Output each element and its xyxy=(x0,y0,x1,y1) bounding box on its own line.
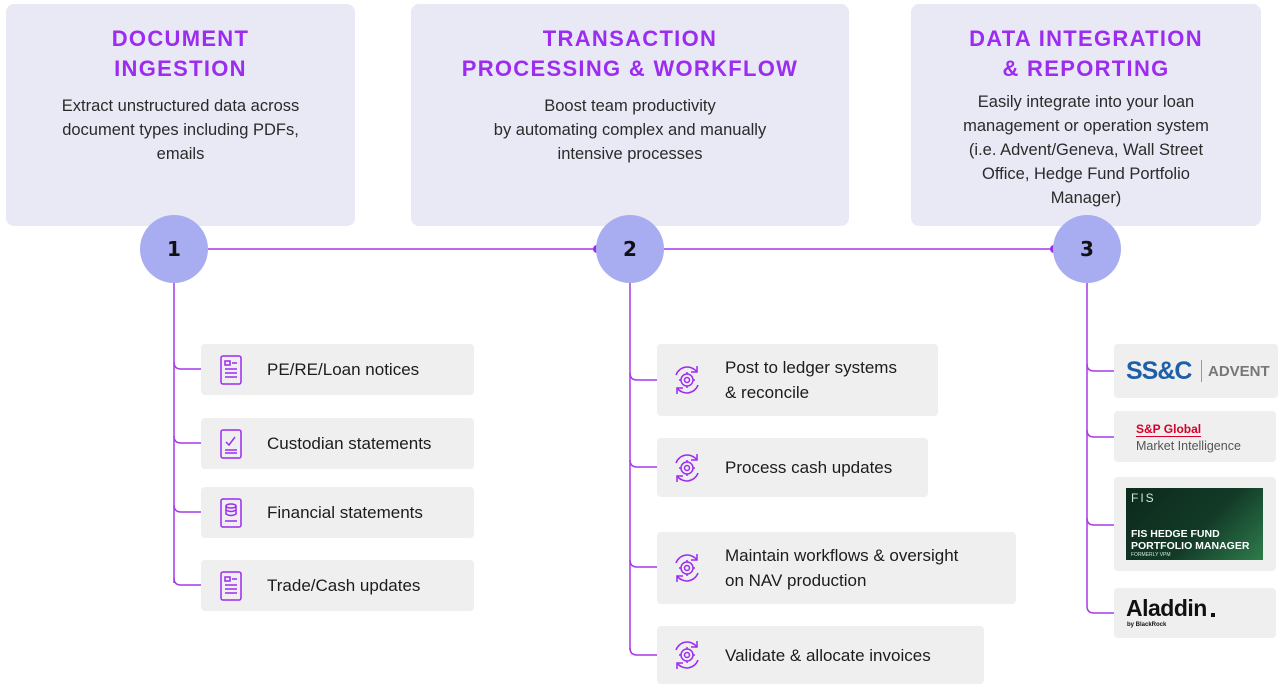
step-3-circle: 3 xyxy=(1053,215,1121,283)
panel-title: TRANSACTION PROCESSING & WORKFLOW xyxy=(411,24,849,84)
panel-description: Boost team productivity by automating co… xyxy=(411,94,849,166)
item-line: Validate & allocate invoices xyxy=(725,645,931,665)
title-line: TRANSACTION xyxy=(542,26,718,51)
branch-3 xyxy=(1086,517,1114,526)
panel-title: DOCUMENT INGESTION xyxy=(6,24,355,84)
logo-divider xyxy=(1201,360,1202,382)
item-trade-cash-updates: Trade/Cash updates xyxy=(201,560,474,611)
title-line: PROCESSING & WORKFLOW xyxy=(461,56,799,81)
gear-sync-icon xyxy=(670,363,704,397)
item-process-cash-updates: Process cash updates xyxy=(657,438,928,497)
item-line: Post to ledger systems xyxy=(725,358,897,377)
branch-2 xyxy=(629,559,657,568)
step-number: 2 xyxy=(623,237,637,261)
aladdin-period xyxy=(1211,613,1215,617)
item-validate-invoices: Validate & allocate invoices xyxy=(657,626,984,684)
item-pe-re-loan-notices: PE/RE/Loan notices xyxy=(201,344,474,395)
title-line: & REPORTING xyxy=(1002,56,1170,81)
panel-title: DATA INTEGRATION & REPORTING xyxy=(911,24,1261,84)
branch-3 xyxy=(1086,363,1114,372)
advent-wordmark: ADVENT xyxy=(1208,363,1270,380)
item-post-to-ledger: Post to ledger systems & reconcile xyxy=(657,344,938,416)
document-list-icon xyxy=(220,354,242,385)
item-text: Process cash updates xyxy=(725,455,892,480)
item-line: on NAV production xyxy=(725,571,867,590)
item-maintain-workflows: Maintain workflows & oversight on NAV pr… xyxy=(657,532,1016,604)
document-check-icon xyxy=(220,428,242,459)
panel-data-integration: DATA INTEGRATION & REPORTING Easily inte… xyxy=(911,4,1261,226)
aladdin-logo: Aladdin by BlackRock xyxy=(1114,588,1276,638)
step-number: 1 xyxy=(167,237,181,261)
panel-document-ingestion: DOCUMENT INGESTION Extract unstructured … xyxy=(6,4,355,226)
item-label: Custodian statements xyxy=(267,434,432,453)
branch-3 xyxy=(1086,605,1114,614)
item-line: Maintain workflows & oversight xyxy=(725,546,959,565)
branch-2 xyxy=(629,647,657,656)
desc-line: (i.e. Advent/Geneva, Wall Street xyxy=(968,141,1204,159)
desc-line: management or operation system xyxy=(963,117,1209,135)
step-number: 3 xyxy=(1080,237,1094,261)
item-text: Maintain workflows & oversight on NAV pr… xyxy=(725,543,958,593)
panel-transaction-processing: TRANSACTION PROCESSING & WORKFLOW Boost … xyxy=(411,4,849,226)
item-line: Process cash updates xyxy=(725,458,893,477)
desc-line: Office, Hedge Fund Portfolio xyxy=(982,165,1190,183)
item-financial-statements: Financial statements xyxy=(201,487,474,538)
desc-line: intensive processes xyxy=(557,145,703,163)
branch-1 xyxy=(173,361,201,370)
item-line: & reconcile xyxy=(725,383,810,402)
aladdin-wordmark: Aladdin xyxy=(1126,595,1207,621)
item-label: Trade/Cash updates xyxy=(267,576,421,595)
gear-sync-icon xyxy=(670,551,704,585)
branch-3 xyxy=(1086,429,1114,438)
title-line: INGESTION xyxy=(114,56,247,81)
desc-line: Boost team productivity xyxy=(544,97,716,115)
branch-2 xyxy=(629,459,657,468)
desc-line: Manager) xyxy=(1050,189,1122,207)
desc-line: Extract unstructured data across xyxy=(61,97,300,115)
title-line: DATA INTEGRATION xyxy=(969,26,1203,51)
panel-description: Easily integrate into your loan manageme… xyxy=(911,90,1261,210)
document-list-icon xyxy=(220,570,242,601)
panel-description: Extract unstructured data across documen… xyxy=(6,94,355,166)
item-text: Validate & allocate invoices xyxy=(725,643,931,668)
step-2-circle: 2 xyxy=(596,215,664,283)
branch-2 xyxy=(629,372,657,381)
fis-logo-panel: FIS FIS HEDGE FUND PORTFOLIO MANAGER FOR… xyxy=(1126,488,1263,560)
desc-line: document types including PDFs, xyxy=(62,121,299,139)
step-1-circle: 1 xyxy=(140,215,208,283)
fis-brand-mark: FIS xyxy=(1131,491,1156,505)
fis-hedge-fund-logo: FIS FIS HEDGE FUND PORTFOLIO MANAGER FOR… xyxy=(1114,477,1276,571)
fis-product-line: PORTFOLIO MANAGER xyxy=(1131,540,1250,552)
sp-global-logo: S&P Global Market Intelligence xyxy=(1114,411,1276,462)
desc-line: Easily integrate into your loan xyxy=(977,93,1195,111)
gear-sync-icon xyxy=(670,451,704,485)
ssc-wordmark: SS&C xyxy=(1126,357,1192,385)
branch-1 xyxy=(173,504,201,513)
gear-sync-icon xyxy=(670,638,704,672)
item-text: Post to ledger systems & reconcile xyxy=(725,355,897,405)
branch-1 xyxy=(173,577,201,586)
item-custodian-statements: Custodian statements xyxy=(201,418,474,469)
desc-line: by automating complex and manually xyxy=(493,121,767,139)
market-intelligence-text: Market Intelligence xyxy=(1136,439,1241,453)
item-label: PE/RE/Loan notices xyxy=(267,360,420,379)
item-label: Financial statements xyxy=(267,503,423,522)
document-coins-icon xyxy=(220,497,242,528)
fis-formerly-note: FORMERLY VPM xyxy=(1131,552,1171,558)
fis-product-line: FIS HEDGE FUND xyxy=(1131,528,1220,540)
branch-1 xyxy=(173,435,201,444)
by-blackrock-text: by BlackRock xyxy=(1127,622,1167,628)
title-line: DOCUMENT xyxy=(111,26,250,51)
desc-line: emails xyxy=(156,145,205,163)
ssc-advent-logo: SS&C ADVENT xyxy=(1114,344,1278,398)
sp-global-wordmark: S&P Global xyxy=(1136,422,1202,437)
